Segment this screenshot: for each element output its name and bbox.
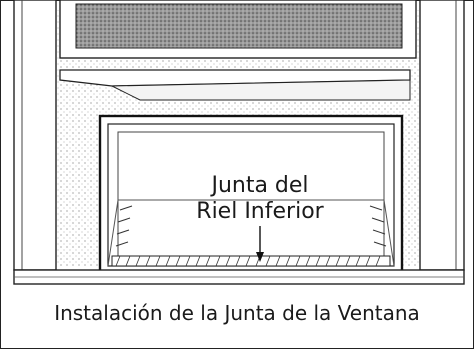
bottom-rail-gasket — [111, 255, 391, 267]
right-frame-post — [419, 0, 465, 271]
left-side-rail — [115, 205, 133, 247]
sash-glass — [75, 3, 403, 49]
right-side-rail — [369, 205, 387, 247]
callout-line-1: Junta del — [211, 173, 309, 198]
callout-line-2: Riel Inferior — [196, 199, 324, 224]
figure-caption: Instalación de la Junta de la Ventana — [54, 301, 420, 325]
bottom-rail-gasket-label: Junta del Riel Inferior — [180, 173, 340, 225]
left-frame-post — [13, 0, 57, 271]
sash-bottom-edge — [111, 79, 411, 101]
